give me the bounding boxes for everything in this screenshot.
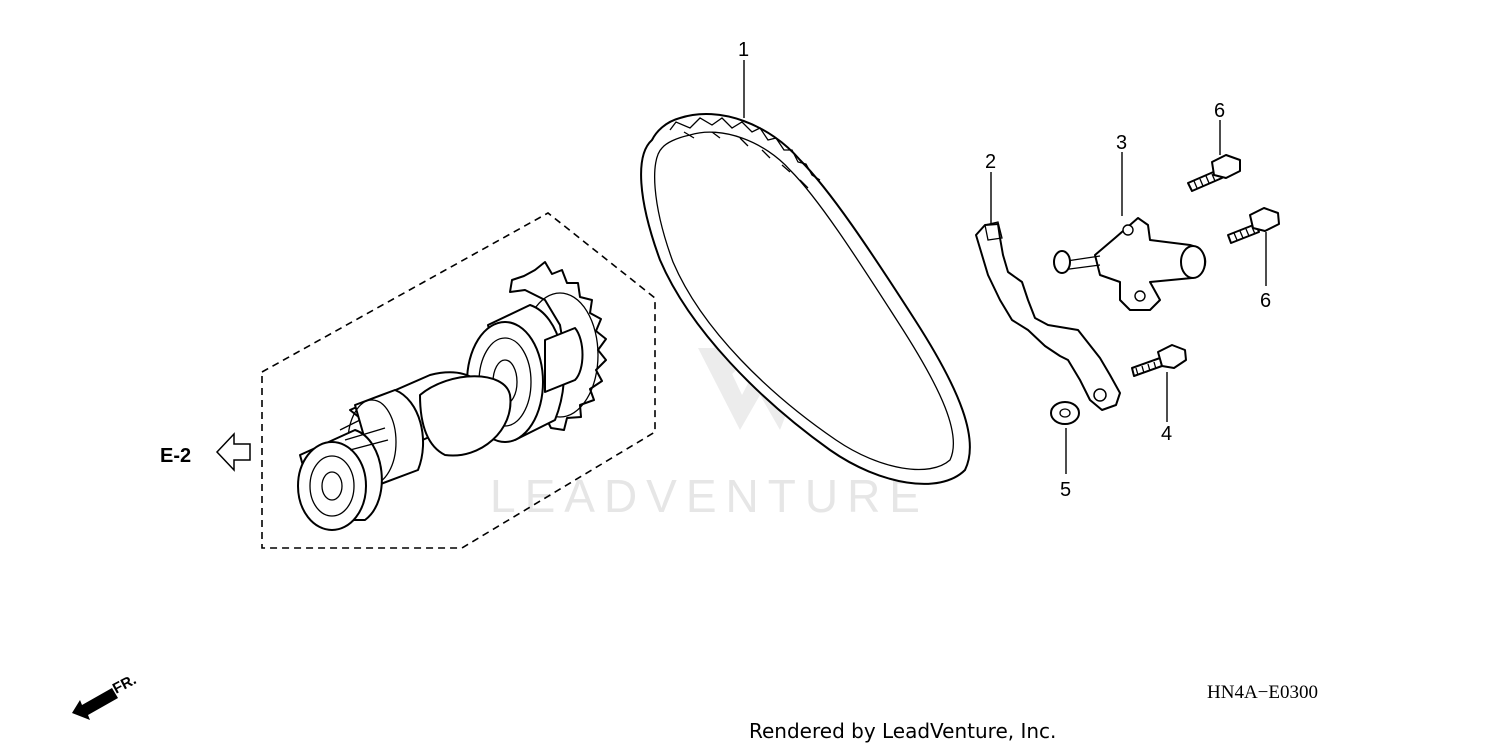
cam-chain-tensioner-slipper [975, 221, 1121, 411]
callout-number: 6 [1260, 290, 1271, 312]
callouts: 1 2 3 4 5 6 6 [738, 39, 1271, 501]
diagram-code: HN4A−E0300 [1207, 682, 1318, 703]
cam-chain [640, 113, 971, 485]
reference-arrow-icon [215, 432, 251, 472]
camshaft [297, 261, 607, 531]
watermark-text: LEADVENTURE [490, 470, 929, 522]
callout-number: 3 [1116, 132, 1127, 154]
cam-bearing-left [297, 427, 389, 531]
callout-number: 5 [1060, 479, 1071, 501]
bolt-6-lower [1227, 207, 1280, 244]
callout-number: 4 [1161, 423, 1172, 445]
front-arrow-icon [72, 688, 118, 720]
callout-number: 1 [738, 39, 749, 61]
callout-number: 6 [1214, 100, 1225, 122]
render-credit: Rendered by LeadVenture, Inc. [749, 719, 1056, 743]
bolt-4 [1131, 344, 1187, 377]
bolt-6-upper [1187, 154, 1241, 192]
callout-number: 2 [985, 151, 996, 173]
washer-5 [1050, 401, 1080, 425]
front-direction-indicator: FR. [72, 671, 139, 720]
cam-chain-tensioner-lifter [1053, 217, 1207, 311]
reference-label: E-2 [160, 445, 191, 467]
leader-lines [743, 60, 1267, 474]
camshaft-assembly-outline [261, 212, 656, 549]
